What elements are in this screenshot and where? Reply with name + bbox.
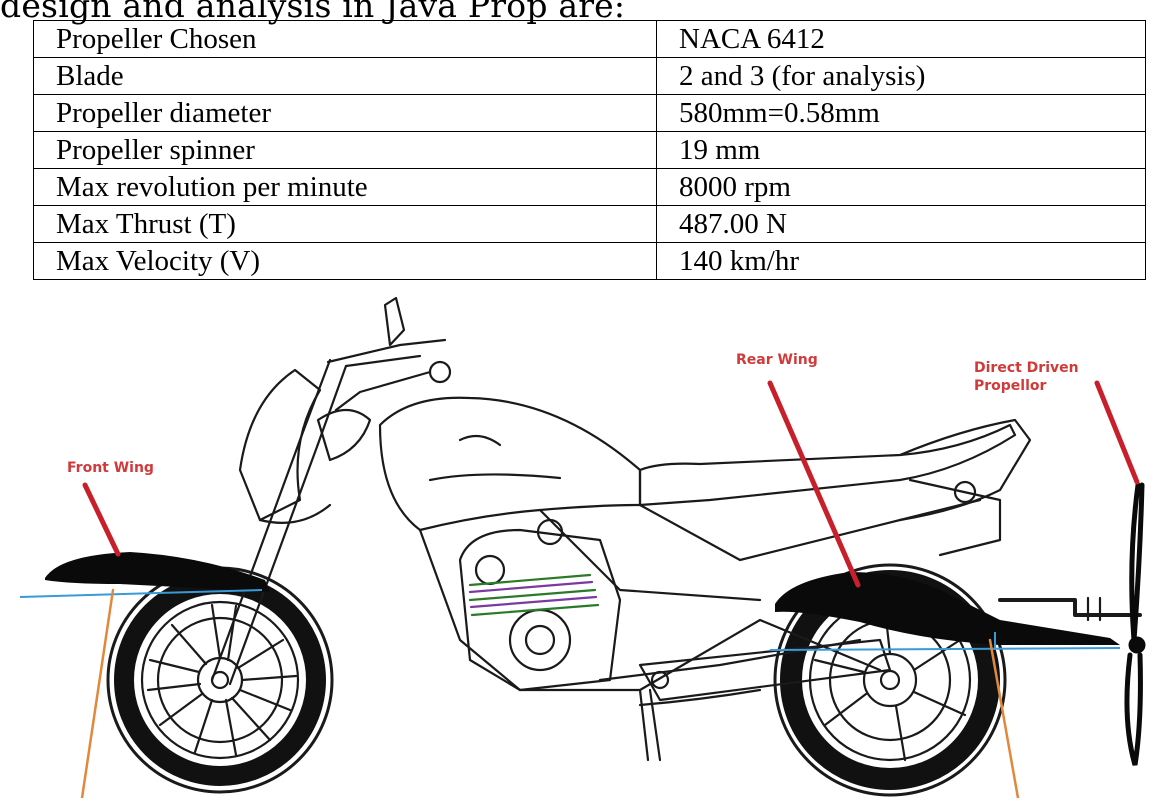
table-row: Propeller spinner 19 mm	[33, 131, 1146, 169]
propeller-label-line2: Propellor	[974, 378, 1047, 394]
table-row: Max Thrust (T) 487.00 N	[33, 205, 1146, 243]
propeller-blades	[1124, 482, 1146, 766]
orange-pointer-lines	[80, 588, 1020, 800]
value-cell: 580mm=0.58mm	[656, 94, 1146, 132]
front-wheel	[106, 566, 334, 794]
value-cell: 2 and 3 (for analysis)	[656, 57, 1146, 95]
seat	[638, 418, 1032, 522]
value-cell: NACA 6412	[656, 20, 1146, 58]
parameter-cell: Max Velocity (V)	[33, 242, 657, 280]
propeller-label-line1: Direct Driven	[974, 360, 1079, 376]
front-fork	[210, 296, 452, 686]
front-wing-label: Front Wing	[67, 460, 154, 476]
table-row: Max Velocity (V) 140 km/hr	[33, 242, 1146, 280]
propeller-shaft	[998, 596, 1142, 622]
value-cell: 140 km/hr	[656, 242, 1146, 280]
fuel-tank	[378, 396, 642, 532]
front-wing-shape	[45, 552, 270, 592]
table-row: Max revolution per minute 8000 rpm	[33, 168, 1146, 206]
exhaust	[598, 638, 862, 762]
rear-wing-shape	[775, 572, 1120, 645]
pointer-lines	[82, 380, 1140, 588]
parameter-cell: Propeller diameter	[33, 94, 657, 132]
value-cell: 8000 rpm	[656, 168, 1146, 206]
parameter-cell: Max Thrust (T)	[33, 205, 657, 243]
parameter-cell: Propeller spinner	[33, 131, 657, 169]
rear-wing-label: Rear Wing	[736, 352, 818, 368]
motorcycle-diagram: Front Wing Rear Wing Direct Driven Prope…	[0, 290, 1175, 800]
parameter-cell: Max revolution per minute	[33, 168, 657, 206]
parameter-cell: Blade	[33, 57, 657, 95]
value-cell: 487.00 N	[656, 205, 1146, 243]
value-cell: 19 mm	[656, 131, 1146, 169]
swingarm	[638, 638, 892, 702]
front-fairing	[238, 368, 372, 524]
chord-lines	[19, 589, 1121, 651]
parameter-cell: Propeller Chosen	[33, 20, 657, 58]
table-row: Blade 2 and 3 (for analysis)	[33, 57, 1146, 95]
motorcycle-drawing	[19, 296, 1146, 800]
table-row: Propeller Chosen NACA 6412	[33, 20, 1146, 58]
propeller-spec-table: Propeller Chosen NACA 6412 Blade 2 and 3…	[33, 20, 1146, 280]
engine	[458, 518, 622, 692]
table-row: Propeller diameter 580mm=0.58mm	[33, 94, 1146, 132]
